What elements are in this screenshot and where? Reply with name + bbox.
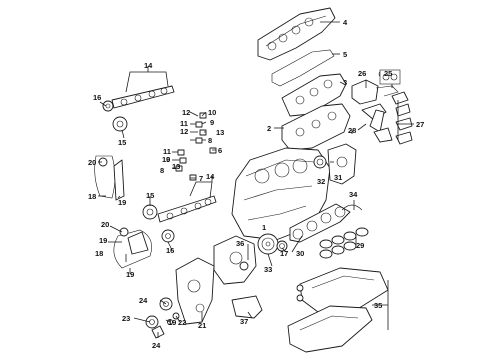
callout-18b: 18 (95, 249, 103, 258)
seal-32 (313, 155, 327, 169)
callout-15a: 15 (118, 138, 126, 147)
callout-13a: 13 (216, 128, 224, 137)
callout-10b: 10 (162, 155, 170, 164)
callout-8b: 8 (160, 166, 164, 175)
callout-10a: 10 (208, 108, 216, 117)
callout-12a: 12 (182, 108, 190, 117)
timing-chain-lower (113, 227, 152, 269)
crank-seal (276, 240, 288, 252)
callout-5: 5 (343, 50, 347, 59)
main-bearings (319, 227, 369, 259)
bracket-37 (231, 295, 263, 319)
callout-12b: 12 (180, 127, 188, 136)
crank-pulley (257, 233, 279, 255)
oil-pump-small (239, 261, 249, 271)
cam-sprocket-lower-15 (142, 204, 158, 220)
camshaft-lower (157, 195, 217, 223)
callout-28: 28 (348, 126, 356, 135)
callout-31: 31 (334, 173, 342, 182)
callout-19b: 19 (99, 236, 107, 245)
timing-chain-upper (94, 155, 116, 199)
callout-29: 29 (356, 241, 364, 250)
callout-14b: 14 (206, 172, 215, 181)
valve-cover (257, 7, 336, 61)
callout-18a: 18 (88, 192, 96, 201)
callout-36: 36 (236, 239, 244, 248)
callout-9b: 9 (166, 155, 170, 164)
oil-pan-lower (287, 305, 373, 353)
crankshaft (289, 203, 351, 243)
callout-24a: 24 (139, 296, 148, 305)
callout-14a: 14 (144, 61, 153, 70)
oil-pump (213, 235, 257, 285)
callout-3: 3 (343, 78, 347, 87)
cam-sprocket-15 (112, 116, 128, 132)
callout-4: 4 (343, 18, 348, 27)
cylinder-head-lower (281, 103, 351, 151)
callout-25: 25 (384, 69, 392, 78)
callout-labels: 4 5 3 26 25 2 28 27 32 31 34 1 29 30 17 … (88, 18, 424, 350)
callout-11a: 11 (180, 119, 188, 128)
oil-pan-gasket (296, 284, 304, 302)
camshaft-upper (111, 85, 175, 109)
callout-9a: 9 (210, 118, 214, 127)
callout-20a: 20 (88, 158, 96, 167)
callout-33: 33 (264, 265, 272, 274)
oil-pan-upper (299, 267, 389, 313)
callout-20b: 20 (101, 220, 109, 229)
callout-16a: 16 (93, 93, 101, 102)
callout-32: 32 (317, 177, 325, 186)
chain-guide-upper (113, 159, 125, 201)
callout-7: 7 (199, 174, 203, 183)
callout-19a: 19 (118, 198, 126, 207)
callout-19c: 19 (168, 318, 176, 327)
callout-21: 21 (198, 321, 206, 330)
callout-35: 35 (374, 301, 382, 310)
leader-lines (98, 21, 414, 338)
engine-block (231, 147, 331, 241)
rear-plate (327, 143, 357, 185)
valve-cover-gasket (271, 49, 335, 87)
callout-15b: 15 (146, 191, 154, 200)
front-cover (175, 257, 215, 325)
callout-13b: 13 (172, 162, 180, 171)
callout-34: 34 (349, 190, 358, 199)
piston-ring-set (379, 69, 401, 85)
callout-22: 22 (178, 318, 186, 327)
callout-19d: 19 (126, 270, 134, 279)
callout-30: 30 (296, 249, 304, 258)
callout-17: 17 (280, 249, 288, 258)
callout-1: 1 (262, 223, 266, 232)
cylinder-head-upper (281, 73, 347, 117)
callout-8a: 8 (208, 136, 212, 145)
callout-24b: 24 (152, 341, 161, 350)
callout-2: 2 (267, 124, 271, 133)
chain-tensioner-lower (127, 231, 149, 255)
cam-sprocket-lower-16 (161, 229, 175, 243)
callout-37: 37 (240, 317, 248, 326)
callout-27: 27 (416, 120, 424, 129)
callout-6: 6 (218, 146, 222, 155)
thrust-washer (341, 204, 363, 211)
sprocket-23 (145, 315, 159, 329)
callout-26: 26 (358, 69, 366, 78)
cam-sprocket-16 (102, 100, 114, 112)
valve-train-parts (175, 112, 217, 181)
callout-16b: 16 (166, 246, 174, 255)
callout-11b: 11 (163, 147, 171, 156)
callout-23: 23 (122, 314, 130, 323)
